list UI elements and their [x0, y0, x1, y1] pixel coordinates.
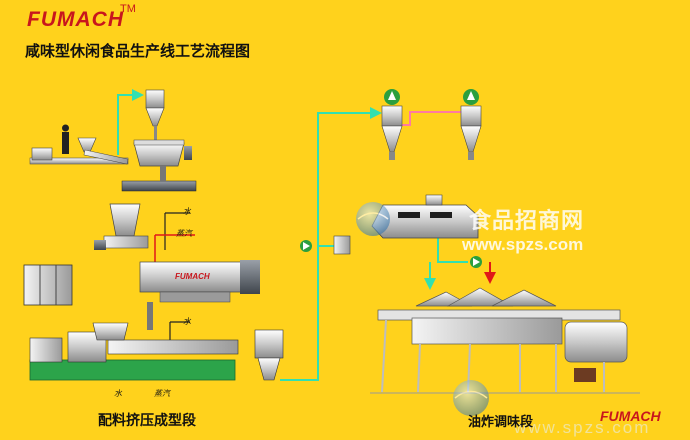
fryer-hood-3 [491, 289, 557, 307]
section-label-frying: 油炸调味段 [468, 415, 534, 430]
weighing-hopper [77, 137, 97, 153]
water-label: 水 [183, 207, 191, 216]
feed-screw-inclined [83, 149, 129, 165]
mixer-cyclone-cone [145, 107, 165, 127]
extruder [139, 260, 260, 330]
diagram-title: 咸味型休闲食品生产线工艺流程图 [25, 42, 251, 60]
water-line-2 [169, 321, 190, 340]
extruder-barrel [139, 261, 256, 293]
feeding-platform [29, 157, 129, 165]
watermark-url: www.spzs.com [462, 235, 584, 254]
screw-conveyor-outlet [160, 166, 166, 181]
cyclone-separator-1 [381, 89, 403, 160]
water-line-1 [164, 212, 190, 250]
water-label: 水 [183, 317, 191, 326]
section-label-extrusion: 配料挤压成型段 [98, 413, 196, 429]
watermark-badge [453, 380, 489, 416]
preconditioner [94, 203, 149, 250]
trademark-mark: TM [120, 3, 136, 15]
mixer-cyclone-body [145, 89, 165, 109]
brand-logo: FUMACH [27, 8, 124, 31]
dryer-oven [300, 194, 482, 268]
fryer-tank [411, 317, 563, 345]
steam-line-1 [154, 234, 195, 262]
watermark-site-name: 食品招商网 [469, 209, 585, 234]
conveying-lines [117, 89, 496, 381]
extruder-logo: FUMACH [175, 272, 210, 281]
dryer-exhaust [425, 194, 443, 206]
seasoning-drum [564, 321, 628, 363]
dryer-window-2 [430, 212, 452, 218]
mixer-tank [133, 142, 185, 167]
preconditioner-hopper [109, 203, 141, 237]
water-label: 水 [114, 389, 122, 398]
dryer-window-1 [398, 212, 420, 218]
screw-conveyor-bottom [121, 180, 197, 192]
extruder-discharge [147, 302, 153, 330]
brand-logo-bottom: FUMACH [600, 408, 661, 424]
cutter-housing [254, 329, 284, 359]
main-extruder-barrel [107, 339, 239, 355]
extruder-main-base [29, 359, 236, 381]
feed-conveying-line [117, 89, 144, 155]
fryer-legs [381, 319, 605, 393]
mixer-top [133, 139, 185, 146]
cutter-outlet [257, 357, 281, 381]
fryer-seasoning-line [370, 287, 640, 394]
watermark-url-faint: www.spzs.com [514, 418, 651, 437]
worker-figure [62, 132, 69, 154]
watermark-badge [356, 202, 390, 236]
extruder-cabinet [29, 337, 63, 363]
extruder-heater-band [240, 260, 260, 294]
cyclone-link-line [395, 111, 466, 126]
steam-label: 蒸汽 [176, 229, 192, 238]
preconditioner-motor [94, 240, 106, 250]
mixer-feed-pipe [154, 126, 157, 140]
dryer-outlet-line [437, 235, 468, 263]
cyclone-separator-2 [460, 89, 482, 160]
mixer [121, 89, 197, 192]
steam-label: 蒸汽 [154, 389, 170, 398]
control-cabinet [23, 264, 73, 306]
worker-head [62, 124, 69, 132]
extrusion-line-base [29, 322, 284, 381]
main-feeder [92, 322, 129, 341]
fryer-hood-2 [446, 287, 514, 307]
oil-pump [574, 368, 596, 382]
mixer-motor [184, 146, 192, 160]
feeding-station [29, 124, 129, 165]
dryer-feeder-box [333, 235, 351, 255]
extruder-stand [159, 291, 231, 303]
preconditioner-body [103, 235, 149, 249]
feed-bin [31, 147, 53, 161]
